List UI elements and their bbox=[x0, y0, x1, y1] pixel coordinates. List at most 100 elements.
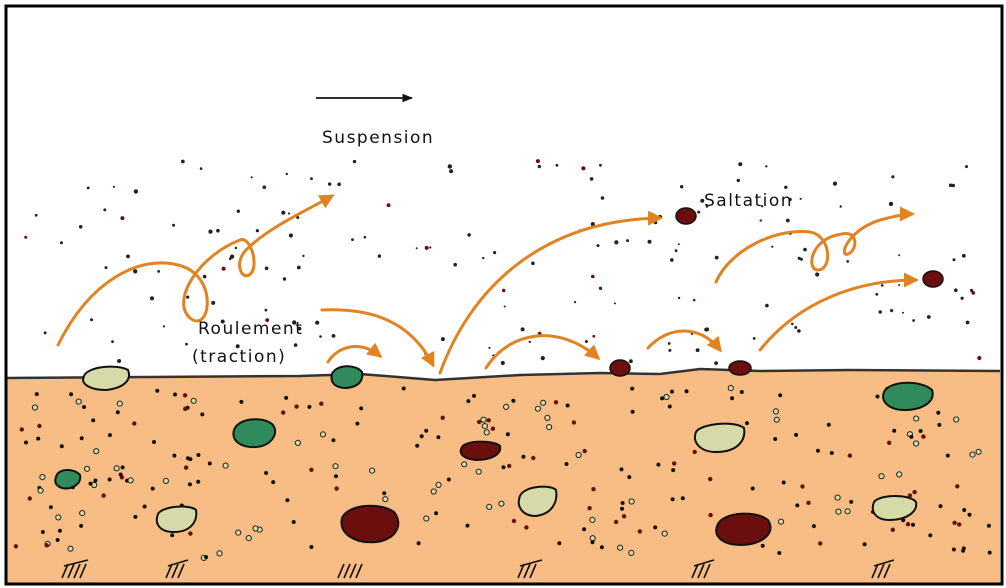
sediment-particle bbox=[309, 468, 313, 472]
sediment-particle bbox=[69, 392, 73, 396]
sediment-particle bbox=[40, 475, 45, 480]
sediment-particle bbox=[664, 394, 669, 399]
sediment-particle bbox=[681, 496, 685, 500]
suspended-particle bbox=[203, 275, 207, 279]
sediment-particle bbox=[491, 427, 495, 431]
sediment-particle bbox=[476, 469, 481, 474]
suspended-particle bbox=[283, 277, 286, 280]
suspended-particle bbox=[208, 230, 212, 234]
suspended-particle bbox=[235, 247, 237, 249]
sediment-particle bbox=[49, 505, 53, 509]
suspended-particle bbox=[599, 164, 602, 167]
suspended-particle bbox=[771, 246, 773, 248]
sediment-particle bbox=[383, 497, 388, 502]
suspended-particle bbox=[229, 257, 232, 260]
suspended-particle bbox=[902, 312, 904, 314]
suspended-particle bbox=[531, 262, 535, 266]
suspended-particle bbox=[181, 160, 185, 164]
sediment-particle bbox=[487, 504, 492, 509]
sediment-particle bbox=[591, 540, 595, 544]
sediment-particle bbox=[583, 449, 587, 453]
sediment-particle bbox=[186, 456, 190, 460]
sediment-particle bbox=[535, 406, 540, 411]
suspended-particle bbox=[765, 304, 769, 308]
sediment-particle bbox=[557, 541, 561, 545]
sediment-particle bbox=[955, 484, 959, 488]
suspended-particle bbox=[387, 203, 391, 207]
label-saltation: Saltation bbox=[704, 191, 793, 211]
sediment-particle bbox=[946, 454, 950, 458]
suspended-particle bbox=[536, 159, 540, 163]
suspended-particle bbox=[614, 302, 616, 304]
suspended-particle bbox=[714, 361, 718, 365]
sediment-particle bbox=[962, 546, 966, 550]
sediment-particle bbox=[629, 550, 634, 555]
sediment-particle bbox=[382, 491, 386, 495]
sediment-particle bbox=[152, 440, 156, 444]
sediment-particle bbox=[132, 421, 136, 425]
suspended-particle bbox=[693, 299, 696, 302]
sediment-particle bbox=[708, 477, 712, 481]
sediment-particle bbox=[271, 480, 275, 484]
suspended-particle bbox=[251, 176, 253, 178]
suspended-particle bbox=[200, 167, 203, 170]
sediment-particle bbox=[20, 427, 24, 431]
suspended-particle bbox=[889, 202, 893, 206]
suspended-particle bbox=[678, 243, 680, 245]
sediment-particle bbox=[24, 441, 28, 445]
suspended-particle bbox=[319, 335, 322, 338]
sediment-particle bbox=[576, 452, 581, 457]
sediment-particle bbox=[672, 461, 676, 465]
sediment-particle bbox=[114, 466, 119, 471]
suspended-particle bbox=[953, 258, 956, 261]
suspended-particle bbox=[705, 327, 709, 331]
sediment-particle bbox=[163, 478, 168, 483]
suspended-particle bbox=[800, 198, 802, 200]
suspended-particle bbox=[556, 164, 559, 167]
suspended-particle bbox=[581, 166, 585, 170]
sediment-particle bbox=[188, 482, 192, 486]
sediment-particle bbox=[93, 479, 97, 483]
saltating-grain bbox=[923, 271, 943, 287]
suspended-particle bbox=[332, 334, 336, 338]
sediment-particle bbox=[936, 411, 940, 415]
suspended-particle bbox=[797, 329, 801, 333]
sediment-particle bbox=[836, 509, 841, 514]
sediment-particle bbox=[952, 548, 956, 552]
sediment-particle bbox=[627, 475, 631, 479]
sediment-particle bbox=[565, 462, 569, 466]
sediment-particle bbox=[512, 519, 516, 523]
sediment-particle bbox=[795, 503, 799, 507]
suspended-particle bbox=[601, 196, 605, 200]
sediment-particle bbox=[685, 389, 689, 393]
sediment-particle bbox=[482, 424, 487, 429]
suspended-particle bbox=[60, 241, 63, 244]
sediment-particle bbox=[835, 495, 840, 500]
sediment-particle bbox=[622, 514, 626, 518]
suspended-particle bbox=[186, 296, 189, 299]
suspended-particle bbox=[784, 186, 787, 189]
suspended-particle bbox=[675, 249, 678, 252]
suspended-particle bbox=[833, 182, 837, 186]
sediment-particle bbox=[892, 429, 896, 433]
sediment-particle bbox=[524, 525, 528, 529]
suspended-particle bbox=[786, 219, 790, 223]
sediment-particle bbox=[912, 490, 916, 494]
suspended-particle bbox=[44, 331, 47, 334]
sediment-particle bbox=[183, 393, 187, 397]
suspended-particle bbox=[364, 236, 367, 239]
sediment-particle bbox=[38, 488, 43, 493]
sediment-particle bbox=[133, 515, 137, 519]
sediment-particle bbox=[849, 500, 853, 504]
suspended-particle bbox=[24, 236, 27, 239]
sediment-particle bbox=[976, 449, 981, 454]
sediment-particle bbox=[582, 527, 586, 531]
suspended-particle bbox=[962, 254, 966, 258]
suspended-particle bbox=[912, 319, 915, 322]
sediment-particle bbox=[891, 528, 895, 532]
suspended-particle bbox=[597, 244, 600, 247]
suspended-particle bbox=[105, 266, 108, 269]
sediment-particle bbox=[424, 516, 429, 521]
sediment-particle bbox=[671, 497, 675, 501]
sediment-particle bbox=[116, 410, 120, 414]
